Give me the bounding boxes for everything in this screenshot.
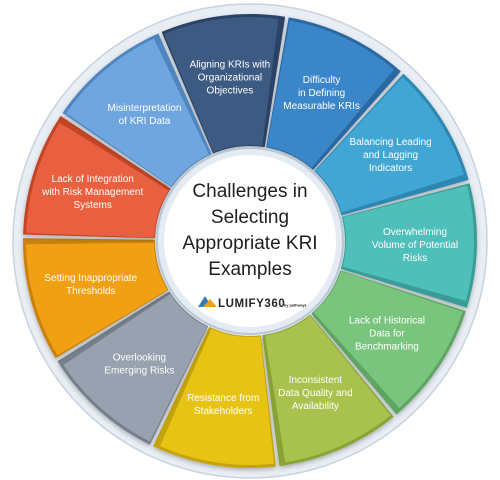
segment-label-line: Risks bbox=[403, 253, 427, 264]
segment-label-line: Stakeholders bbox=[194, 406, 252, 417]
center-title-line-2: Selecting bbox=[211, 207, 289, 228]
brand-suffix: by pathwayz bbox=[284, 304, 307, 308]
segment-label-line: Difficulty bbox=[303, 75, 341, 86]
center-title: Challenges in Selecting Appropriate KRI … bbox=[182, 181, 317, 280]
segment-label-line: Aligning KRIs with bbox=[190, 60, 271, 71]
segment-risk-integration: Lack of Integration with Risk ManagementS… bbox=[23, 115, 171, 239]
segment-label-line: Emerging Risks bbox=[104, 365, 174, 376]
lumify-logo-icon bbox=[198, 296, 217, 307]
segment-label-line: Thresholds bbox=[66, 286, 115, 297]
segment-label-line: Lack of Integration bbox=[52, 174, 134, 185]
segment-face bbox=[267, 20, 395, 168]
segment-face bbox=[342, 185, 475, 301]
segment-label-line: Setting Inappropriate bbox=[44, 273, 137, 284]
segment-face bbox=[26, 122, 169, 238]
segment-label-line: Resistance from bbox=[187, 393, 259, 404]
segment-label-line: Overwhelming bbox=[383, 227, 447, 238]
segment-label-line: Availability bbox=[292, 401, 339, 412]
segment-label-line: Objectives bbox=[207, 86, 254, 97]
segment-label-line: of KRI Data bbox=[119, 116, 171, 127]
segment-label-line: Data for bbox=[369, 329, 405, 340]
segment-label-line: Volume of Potential bbox=[372, 240, 458, 251]
segment-label-line: Lack of Historical bbox=[349, 316, 425, 327]
segment-label-line: Measurable KRIs bbox=[283, 101, 360, 112]
segment-label-line: Balancing Leading bbox=[349, 137, 431, 148]
segment-label-line: Data Quality and bbox=[278, 388, 353, 399]
segment-misinterpretation: Misinterpretation of KRI Data bbox=[62, 33, 212, 188]
center-circle bbox=[164, 155, 336, 327]
segment-face bbox=[160, 328, 274, 465]
segment-face bbox=[164, 16, 279, 153]
segment-label-line: Indicators bbox=[369, 163, 412, 174]
segment-face bbox=[265, 315, 391, 463]
segment-face bbox=[26, 242, 168, 356]
segment-label-line: Overlooking bbox=[113, 352, 166, 363]
segment-label-line: Organizational bbox=[198, 73, 262, 84]
segment-label-line: Misinterpretation bbox=[108, 103, 182, 114]
brand-name: LUMIFY360 bbox=[218, 298, 285, 310]
center-title-line-4: Examples bbox=[208, 259, 291, 280]
brand-logo: LUMIFY360 by pathwayz bbox=[198, 296, 307, 310]
segment-face bbox=[65, 38, 209, 187]
segment-label-line: Inconsistent bbox=[289, 375, 343, 386]
segment-face bbox=[315, 77, 464, 213]
segment-label-line: Benchmarking bbox=[355, 342, 419, 353]
segment-label-line: in Defining bbox=[298, 88, 345, 99]
segment-face bbox=[63, 294, 208, 442]
segment-aligning-kris: Aligning KRIs withOrganizationalObjectiv… bbox=[161, 13, 286, 154]
segment-label-line: with Risk Management bbox=[41, 187, 143, 198]
segment-label-line: and Lagging bbox=[363, 150, 418, 161]
segments-group: Aligning KRIs withOrganizationalObjectiv… bbox=[23, 13, 478, 469]
segment-face bbox=[313, 271, 463, 409]
segment-label-line: Systems bbox=[74, 200, 112, 211]
center-title-line-1: Challenges in bbox=[192, 181, 307, 202]
center-title-line-3: Appropriate KRI bbox=[182, 233, 317, 254]
